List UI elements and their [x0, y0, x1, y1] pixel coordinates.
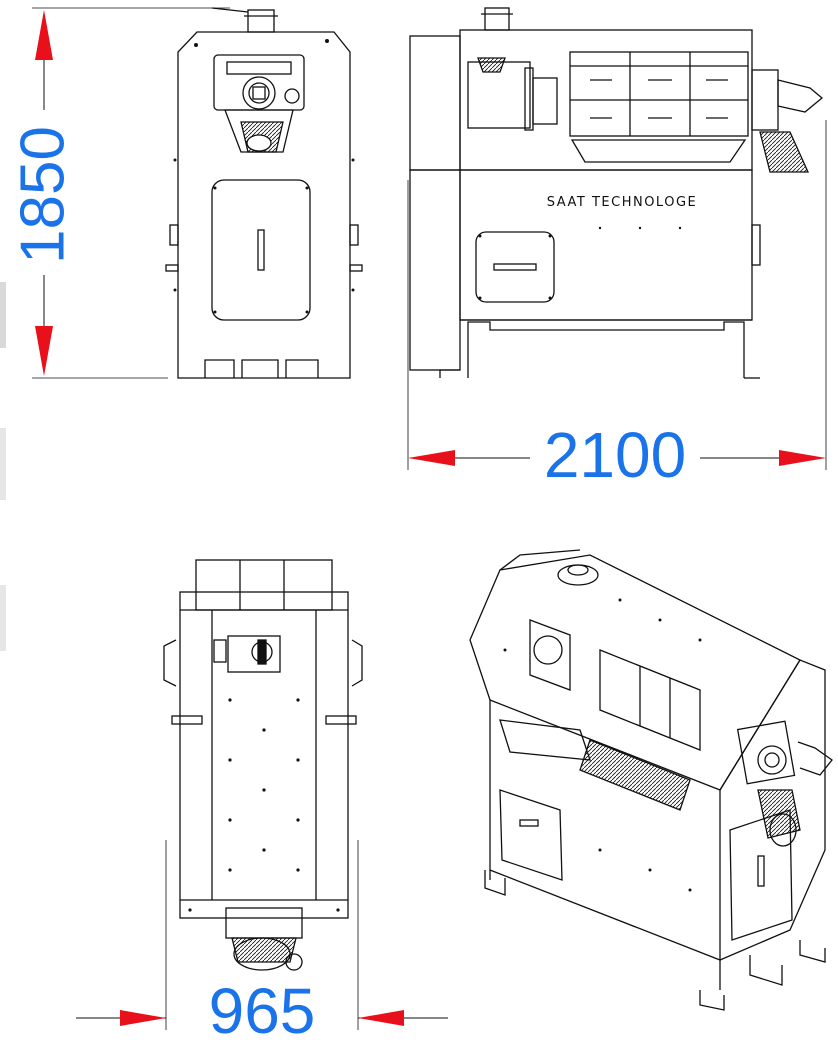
front-top-inlet [247, 9, 275, 33]
iso-side-door [499, 789, 563, 881]
height-arrow-top [35, 10, 53, 60]
front-view [165, 7, 363, 379]
width-dimension: 965 [76, 840, 448, 1047]
side-motor-block [409, 35, 461, 171]
front-door-handle [257, 229, 265, 271]
length-arrow-right [779, 450, 826, 466]
top-switch-box [227, 635, 281, 673]
front-body-outline [177, 31, 351, 379]
side-inspection-door [475, 231, 555, 303]
top-body-outline [179, 591, 349, 919]
width-arrow-left [120, 1010, 166, 1026]
length-dimension-value: 2100 [544, 419, 686, 491]
top-motor-block [195, 559, 333, 611]
top-view [163, 559, 363, 971]
left-edge-tab [0, 282, 6, 348]
brand-label: SAAT TECHNOLOGE [547, 195, 697, 210]
height-dimension-value: 1850 [8, 126, 77, 264]
iso-end-plate [719, 659, 826, 961]
width-arrow-right [358, 1010, 404, 1026]
width-dimension-value: 965 [209, 975, 316, 1047]
side-door-handle [493, 263, 537, 271]
left-edge-tab [0, 585, 6, 651]
isometric-view [469, 549, 833, 1011]
front-inspection-door [211, 179, 311, 321]
left-edge-tab [0, 428, 6, 500]
side-view: SAAT TECHNOLOGE [409, 7, 824, 379]
top-outlet [225, 907, 303, 939]
height-dimension: 1850 [8, 7, 230, 379]
iso-end-door [729, 809, 793, 941]
side-screen-drawers [569, 51, 749, 137]
length-arrow-left [408, 450, 455, 466]
iso-front-face [489, 699, 721, 961]
side-lower-housing [459, 169, 753, 321]
length-dimension: 2100 [407, 120, 827, 491]
side-outlet [751, 69, 779, 131]
front-hopper [224, 109, 294, 153]
height-arrow-bottom [35, 326, 53, 376]
